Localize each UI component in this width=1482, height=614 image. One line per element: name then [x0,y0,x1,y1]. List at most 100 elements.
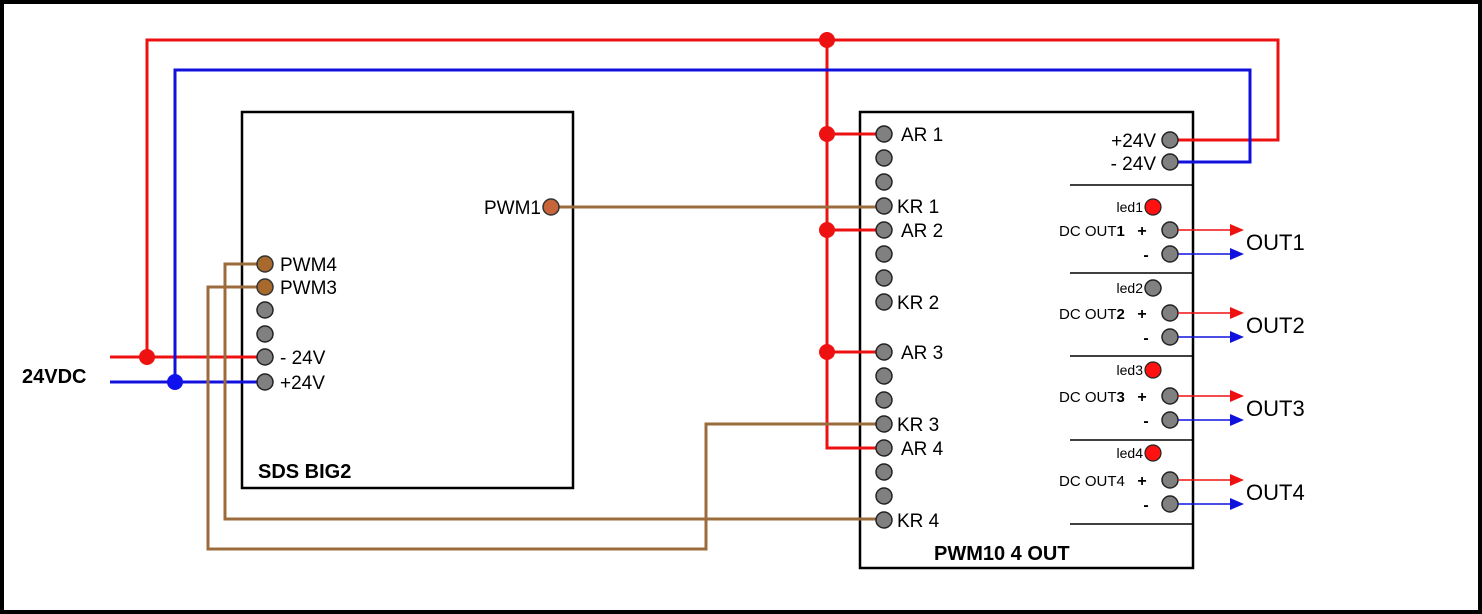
arrow-right-icon [1230,390,1244,402]
plus-sign: + [1137,473,1146,490]
plus-sign: + [1137,389,1146,406]
dc-out-prefix: DC OUT [1059,223,1117,240]
pwm10-plus24-label: +24V [1111,131,1156,152]
input-terminal [875,221,893,239]
dc-out-number: 3 [1117,389,1125,406]
dc-out-number: 4 [1117,473,1125,490]
dc-out-prefix: DC OUT [1059,473,1117,490]
input-terminal [875,439,893,457]
led-label: led4 [1117,445,1144,461]
input-ar-label: AR 1 [901,125,943,146]
pwm10-input-terminals: AR 1KR 1AR 2KR 2AR 3KR 3AR 4KR 4 [875,125,944,532]
sds-terminal [256,348,274,366]
input-kr-label: KR 4 [897,511,940,532]
arrow-right-icon [1230,307,1244,319]
dc-out-label: DC OUT2 [1059,306,1125,323]
pwm10-power-terminals: +24V - 24V [1111,131,1179,175]
sds-big2-module [240,110,575,490]
dc-out-label: DC OUT4 [1059,473,1125,490]
input-kr-label: KR 2 [897,293,939,314]
sds-big2-title: SDS BIG2 [258,461,351,483]
input-ar-label: AR 3 [901,343,943,364]
sds-terminal [256,325,274,343]
sds-terminal [256,278,274,296]
dc-out-prefix: DC OUT [1059,306,1117,323]
input-terminal [875,173,893,191]
sds-terminal-label: - 24V [280,348,326,369]
output-plus-terminal [1161,471,1179,489]
arrow-right-icon [1230,414,1244,426]
minus-sign: - [1143,330,1148,347]
positive-supply-wires [110,38,1280,450]
led-label: led2 [1117,280,1144,296]
pwm1-label: PWM1 [484,198,541,219]
plus-sign: + [1137,306,1146,323]
input-terminal [875,149,893,167]
input-terminal [875,463,893,481]
arrow-right-icon [1230,498,1244,510]
junction-nodes [139,32,835,390]
input-terminal [875,367,893,385]
dc-out-number: 2 [1117,306,1125,323]
status-led-icon [1144,361,1162,379]
supply-label: 24VDC [22,366,86,388]
output-label: OUT2 [1246,313,1305,338]
pwm10-title: PWM10 4 OUT [934,543,1070,565]
status-led-icon [1144,444,1162,462]
minus-sign: - [1143,497,1148,514]
input-terminal [875,511,893,529]
input-terminal [875,487,893,505]
output-label: OUT3 [1246,396,1305,421]
junction-node [167,374,183,390]
led-label: led3 [1117,362,1144,378]
arrow-right-icon [1230,331,1244,343]
input-terminal [875,415,893,433]
status-led-icon [1144,198,1162,216]
dc-out-label: DC OUT3 [1059,389,1125,406]
output-minus-terminal [1161,411,1179,429]
input-kr-label: KR 3 [897,415,939,436]
input-ar-label: AR 2 [901,221,943,242]
led-label: led1 [1117,199,1144,215]
input-terminal [875,269,893,287]
pwm1-terminal [542,198,560,216]
sds-terminal-label: +24V [280,373,325,394]
input-terminal [875,125,893,143]
input-terminal [875,245,893,263]
arrow-right-icon [1230,248,1244,260]
output-label: OUT4 [1246,480,1305,505]
arrow-right-icon [1230,474,1244,486]
dc-out-prefix: DC OUT [1059,389,1117,406]
junction-node [819,344,835,360]
output-minus-terminal [1161,328,1179,346]
input-terminal [875,343,893,361]
output-plus-terminal [1161,221,1179,239]
output-plus-terminal [1161,387,1179,405]
dc-out-number: 1 [1117,223,1125,240]
output-minus-terminal [1161,495,1179,513]
pwm10-module [858,110,1195,570]
sds-terminal [256,373,274,391]
output-separators [1070,184,1193,525]
junction-node [819,222,835,238]
pwm10-minus24-label: - 24V [1111,154,1157,175]
output-plus-terminal [1161,304,1179,322]
minus-sign: - [1143,247,1148,264]
output-minus-terminal [1161,245,1179,263]
junction-node [819,32,835,48]
arrow-right-icon [1230,224,1244,236]
minus-sign: - [1143,413,1148,430]
input-terminal [875,293,893,311]
sds-terminal [256,255,274,273]
input-terminal [875,391,893,409]
junction-node [139,349,155,365]
sds-terminal [256,301,274,319]
status-led-icon [1144,279,1162,297]
sds-terminal-label: PWM3 [280,278,337,299]
